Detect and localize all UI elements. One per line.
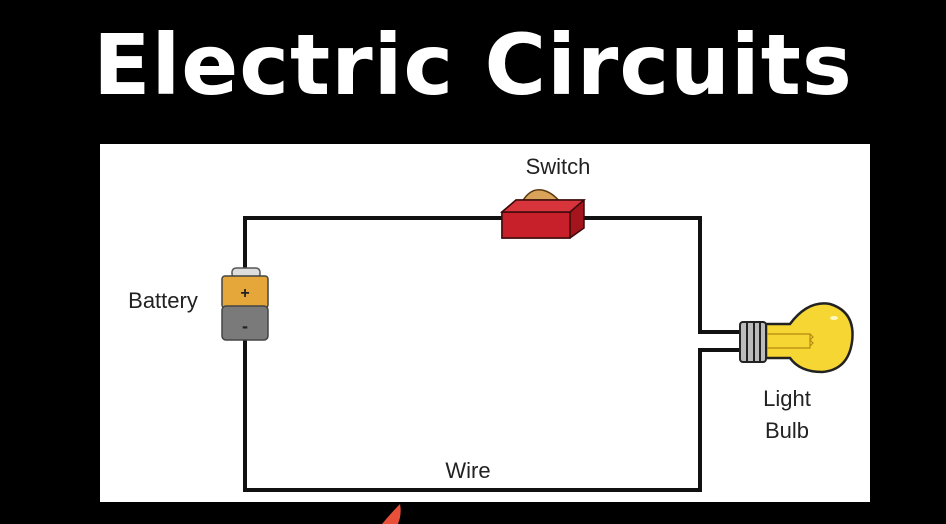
switch-label: Switch [526, 154, 591, 179]
wire-bottom [243, 340, 740, 492]
wire-label: Wire [445, 458, 490, 483]
page-title: Electric Circuits [93, 16, 853, 114]
wire-top-right [582, 216, 740, 334]
light-bulb-label-line1: Light [763, 386, 811, 411]
wire-top-left [243, 216, 502, 272]
light-bulb-label-line2: Bulb [765, 418, 809, 443]
light-bulb-icon [739, 302, 854, 374]
switch-icon [499, 189, 587, 239]
red-arrow-shape [382, 504, 401, 524]
battery-label: Battery [128, 288, 198, 313]
battery-positive: + [240, 285, 249, 302]
battery-icon: + - [221, 267, 269, 341]
wire [243, 216, 740, 492]
battery-negative: - [242, 316, 248, 336]
